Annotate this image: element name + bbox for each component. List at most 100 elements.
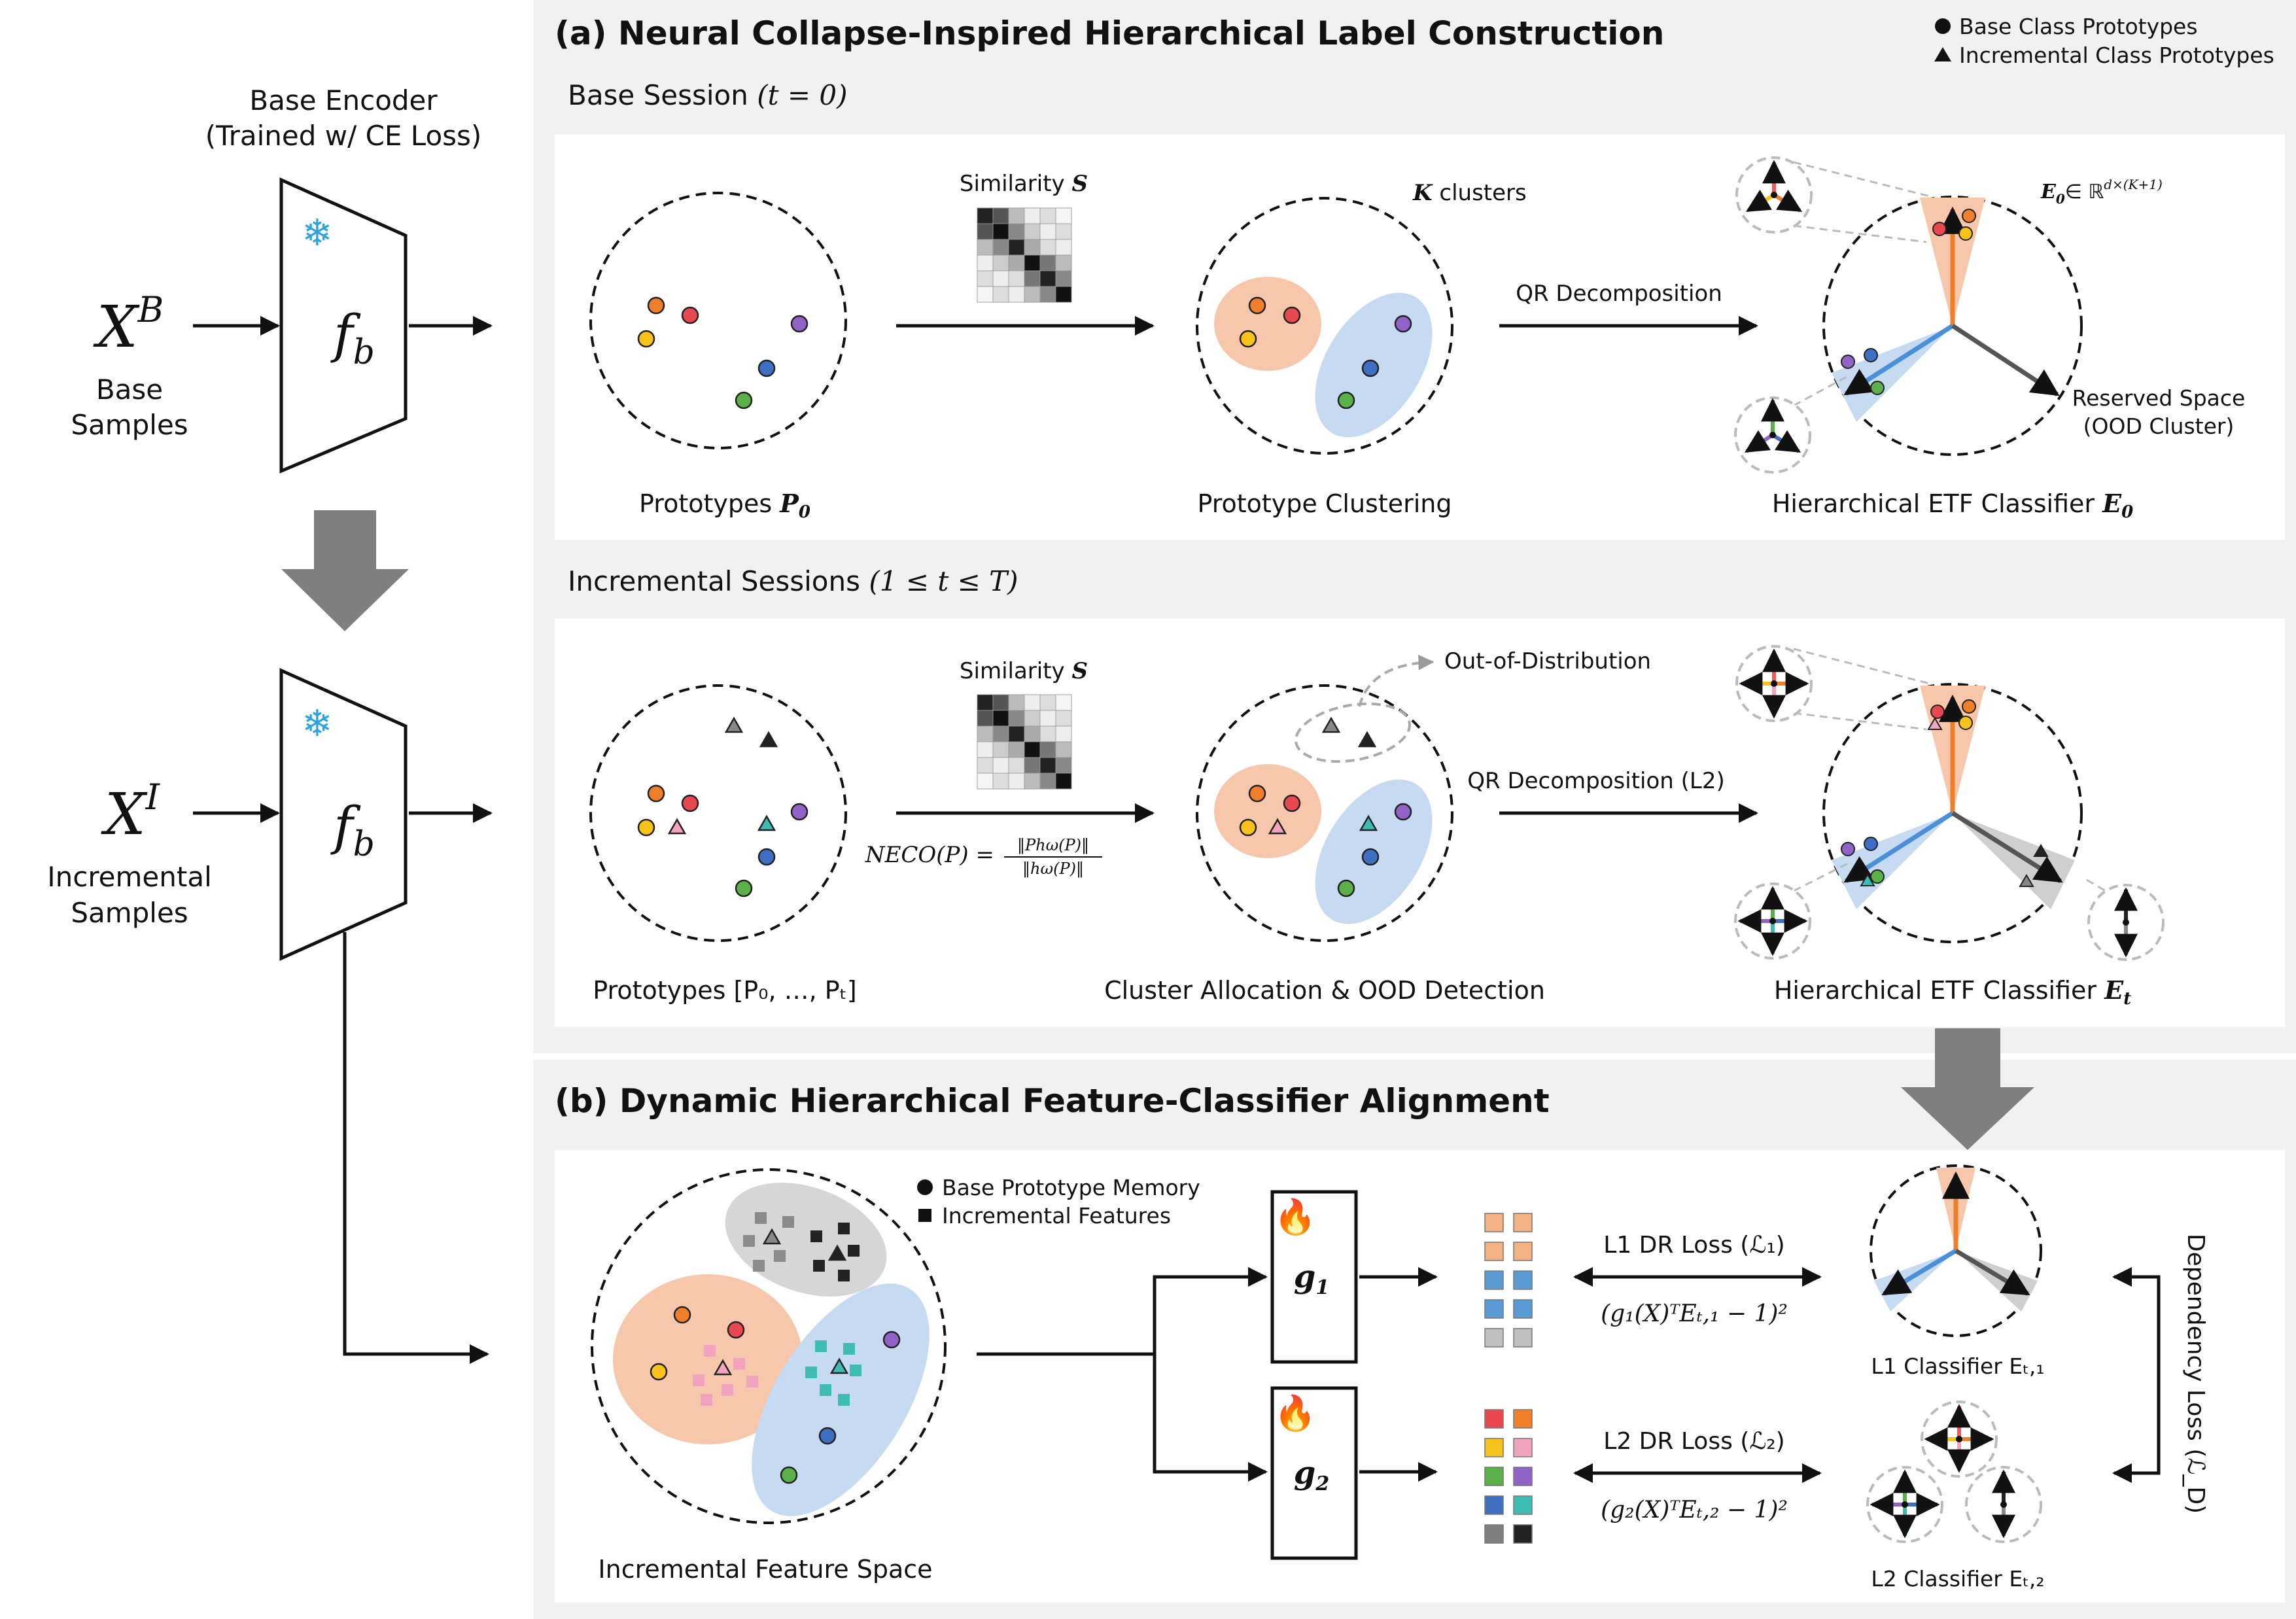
legend-base-dot xyxy=(1935,18,1951,34)
output-cell xyxy=(1484,1438,1504,1457)
similarity-matrix-inc xyxy=(977,694,1072,790)
etf-et-tri-teal xyxy=(1860,873,1875,886)
output-cell xyxy=(1484,1242,1504,1261)
reserved-space-1: Reserved Space xyxy=(2072,385,2246,411)
matrix-cell xyxy=(977,286,994,303)
etf-et-dot-purple xyxy=(1841,842,1855,856)
inc-orange-cluster xyxy=(1214,764,1321,858)
cap-prototype-clustering: Prototype Clustering xyxy=(1197,489,1452,518)
snowflake-icon: ❄ xyxy=(302,212,333,254)
etf-et-dot-blue xyxy=(1864,837,1878,851)
xi-caption-1: Incremental xyxy=(47,861,212,893)
matrix-cell xyxy=(1008,757,1025,774)
xi-caption-2: Samples xyxy=(71,897,188,929)
proto-red xyxy=(1283,306,1301,324)
section-b-title: (b) Dynamic Hierarchical Feature-Classif… xyxy=(555,1082,1550,1120)
matrix-cell xyxy=(1039,773,1056,790)
branch-to-g2 xyxy=(1153,1354,1268,1482)
g1-box xyxy=(1270,1190,1358,1364)
matrix-cell xyxy=(1008,286,1025,303)
matrix-cell xyxy=(1024,757,1041,774)
proto-tri-gray xyxy=(724,716,744,733)
l2-classifier-label: L2 Classifier Eₜ,₂ xyxy=(1871,1566,2044,1592)
matrix-cell xyxy=(1024,741,1041,758)
reserved-space-2: (OOD Cluster) xyxy=(2083,413,2235,439)
etf-et-dot-yellow xyxy=(1958,716,1973,730)
g1-symbol: g1 xyxy=(1294,1259,1329,1299)
similarity-label-base: Similarity S xyxy=(960,171,1088,197)
alloc-tri-gray xyxy=(1321,716,1341,733)
proto-green xyxy=(1337,879,1355,897)
proto-red xyxy=(681,794,699,812)
etf-et-tri-black xyxy=(2033,844,2049,857)
fs-tri-gray xyxy=(762,1228,782,1245)
feature-square xyxy=(753,1260,765,1272)
output-cell xyxy=(1513,1299,1533,1319)
feature-space-circle xyxy=(591,1168,947,1524)
etf-et-tri-pink xyxy=(1927,717,1943,730)
matrix-cell xyxy=(1008,694,1025,711)
output-cell xyxy=(1513,1467,1533,1486)
fs-features xyxy=(693,1212,861,1406)
cap-prototypes-p0: Prototypes P0 xyxy=(639,489,810,522)
l2-classifier-gray xyxy=(1965,1466,2042,1543)
big-down-arrow-left xyxy=(281,510,409,631)
ood-ellipse xyxy=(1295,702,1411,763)
matrix-cell xyxy=(977,270,994,287)
feature-square xyxy=(838,1394,850,1406)
matrix-cell xyxy=(992,725,1009,742)
prototypes-pt-circle xyxy=(589,684,847,942)
matrix-cell xyxy=(1039,694,1056,711)
matrix-cell xyxy=(1024,270,1041,287)
matrix-cell xyxy=(1024,286,1041,303)
etf-e0-dot-purple xyxy=(1841,355,1855,369)
fire-icon-2: 🔥 xyxy=(1274,1393,1317,1433)
base-session-label: Base Session (t = 0) xyxy=(568,79,848,111)
matrix-cell xyxy=(1008,270,1025,287)
matrix-cell xyxy=(977,223,994,240)
feature-square xyxy=(743,1235,755,1247)
etf-e0-dot-red xyxy=(1932,222,1947,236)
output-cell xyxy=(1513,1438,1533,1457)
feature-square xyxy=(838,1270,850,1281)
l2-classifier-blue xyxy=(1866,1466,1943,1543)
proto-green xyxy=(735,391,753,409)
incremental-session-label: Incremental Sessions (1 ≤ t ≤ T) xyxy=(568,565,1018,597)
output-cell xyxy=(1484,1467,1504,1486)
proto-yellow xyxy=(637,818,655,837)
neco-numerator: ‖Phω(P)‖ xyxy=(1017,836,1089,855)
matrix-cell xyxy=(977,207,994,224)
matrix-cell xyxy=(977,694,994,711)
feature-square xyxy=(701,1394,712,1406)
matrix-cell xyxy=(1055,270,1072,287)
matrix-cell xyxy=(1039,757,1056,774)
et-zoom-gray xyxy=(2086,879,2165,961)
feature-square xyxy=(838,1223,850,1234)
etf-e0-gray-arrow xyxy=(1951,324,2060,396)
xb-caption-2: Samples xyxy=(71,409,188,441)
l1-blue-arrow xyxy=(1881,1248,1957,1297)
matrix-cell xyxy=(1024,773,1041,790)
matrix-cell xyxy=(992,773,1009,790)
big-down-arrow-right xyxy=(1901,1028,2034,1150)
output-cell xyxy=(1513,1270,1533,1290)
matrix-cell xyxy=(1024,239,1041,256)
matrix-cell xyxy=(1055,694,1072,711)
fs-prototypes xyxy=(650,1228,901,1484)
feature-square xyxy=(843,1343,855,1355)
feature-square xyxy=(848,1245,860,1257)
matrix-cell xyxy=(1024,710,1041,727)
fs-red xyxy=(727,1321,745,1339)
legend-memory-dot xyxy=(917,1179,933,1195)
proto-tri-pink xyxy=(667,818,687,835)
proto-yellow xyxy=(1239,330,1257,348)
cap-prototypes-pt: Prototypes [P₀, …, Pₜ] xyxy=(593,976,856,1005)
etf-et-tri-gray xyxy=(2019,874,2034,887)
matrix-cell xyxy=(1055,254,1072,271)
output-cell xyxy=(1513,1524,1533,1544)
etf-e0-dot-yellow xyxy=(1958,226,1973,241)
section-a-title: (a) Neural Collapse-Inspired Hierarchica… xyxy=(555,14,1664,52)
l2-formula: (g₂(X)ᵀEₜ,₂ − 1)² xyxy=(1601,1497,1788,1523)
matrix-cell xyxy=(1039,710,1056,727)
matrix-cell xyxy=(1039,741,1056,758)
